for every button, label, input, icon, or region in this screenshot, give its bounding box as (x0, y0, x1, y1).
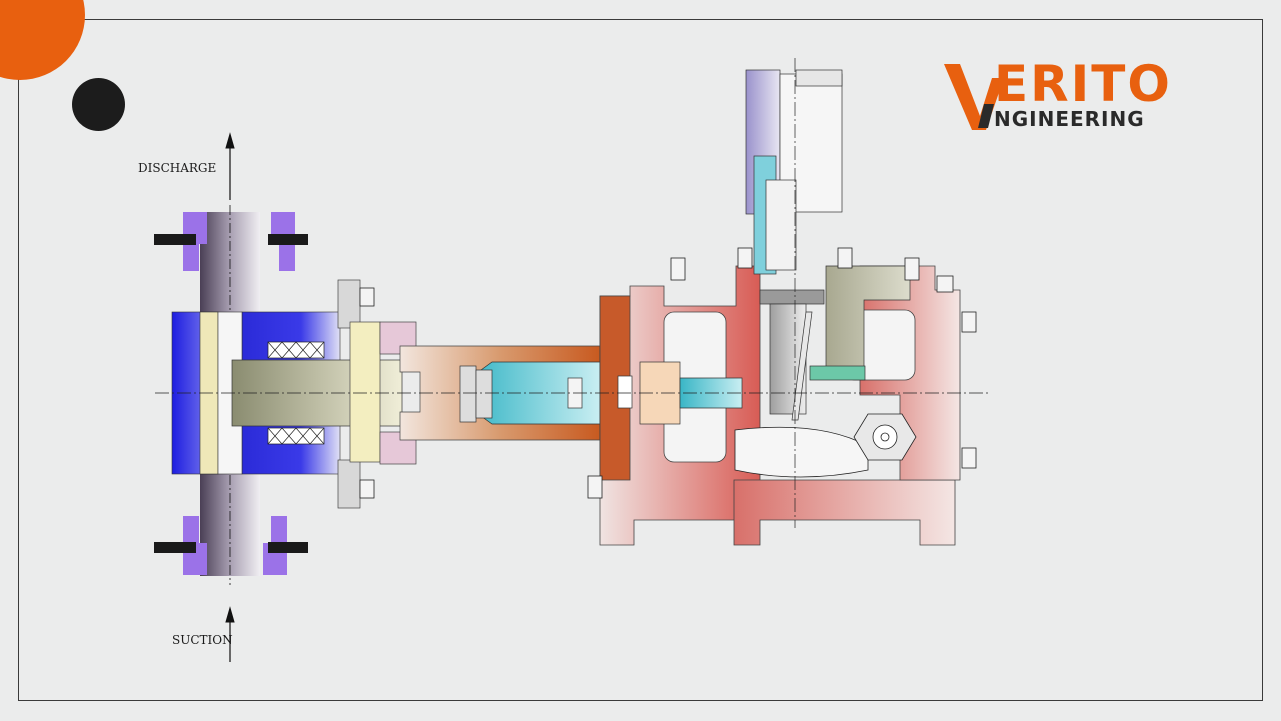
connecting-rod (399, 345, 601, 441)
discharge-arrow (225, 132, 235, 200)
valve-column (154, 205, 308, 585)
suction-arrow (225, 606, 235, 662)
border-frame (18, 19, 1263, 701)
black-dot (72, 78, 125, 131)
logo-subtitle: NGINEERING (994, 107, 1145, 131)
discharge-label: DISCHARGE (138, 161, 217, 175)
suction-label: SUCTION (172, 633, 233, 647)
logo-v-mark (944, 64, 1004, 130)
logo-word: ERITO (994, 55, 1172, 113)
center-lines (155, 58, 990, 528)
bolts (359, 247, 977, 499)
gland (337, 279, 417, 509)
crank-wheel (734, 413, 917, 478)
verito-logo: ERITO NGINEERING (940, 58, 1220, 138)
